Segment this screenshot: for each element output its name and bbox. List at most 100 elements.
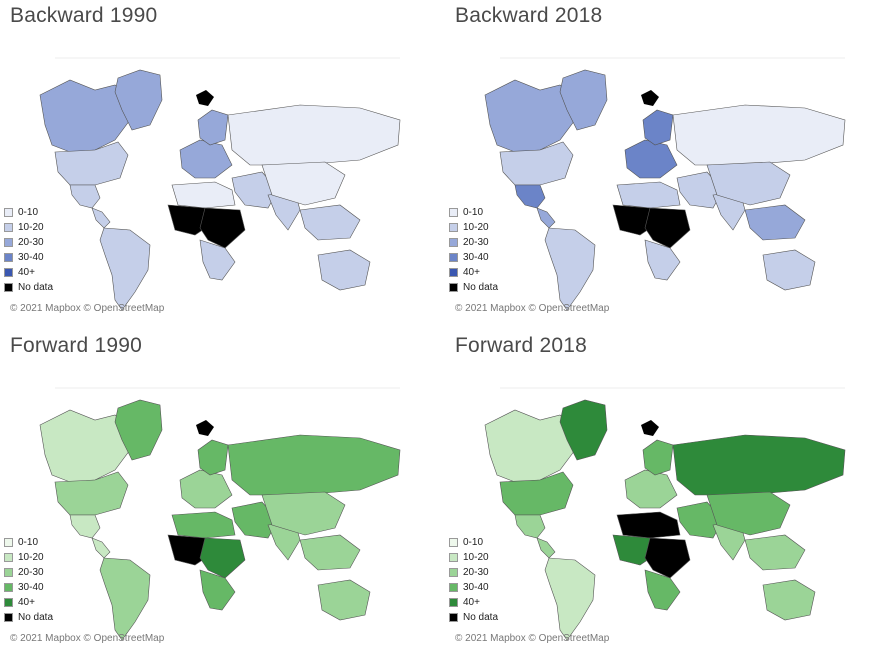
legend-label: 30-40 — [463, 252, 489, 263]
panel-title: Forward 1990 — [10, 334, 142, 357]
region-china — [261, 161, 346, 206]
legend-label: No data — [18, 282, 54, 293]
region-europe-west — [624, 139, 678, 179]
legend-label: 10-20 — [18, 222, 44, 233]
legend-swatch — [449, 568, 458, 577]
legend-swatch — [4, 568, 13, 577]
region-north-america — [484, 409, 581, 483]
region-russia — [672, 434, 846, 496]
region-north-america — [39, 79, 136, 153]
region-scandinavia — [642, 439, 674, 476]
legend-item: 0-10 — [4, 205, 53, 220]
region-australia — [317, 249, 371, 291]
region-svalbard — [196, 420, 214, 436]
legend-label: 30-40 — [18, 582, 44, 593]
legend-swatch — [4, 598, 13, 607]
map-attribution: © 2021 Mapbox © OpenStreetMap — [10, 303, 165, 314]
legend-label: 0-10 — [18, 537, 39, 548]
region-southeast-asia — [299, 204, 361, 241]
region-russia — [227, 104, 401, 166]
legend-label: 40+ — [463, 597, 480, 608]
region-usa — [54, 471, 129, 516]
legend-swatch — [449, 538, 458, 547]
legend-swatch — [449, 208, 458, 217]
legend-label: 10-20 — [463, 552, 489, 563]
region-greenland — [114, 399, 163, 461]
legend-item: 40+ — [449, 595, 498, 610]
legend-item: 40+ — [449, 265, 498, 280]
legend-label: 0-10 — [463, 537, 484, 548]
region-mexico — [514, 184, 546, 209]
legend-label: 30-40 — [463, 582, 489, 593]
region-scandinavia — [197, 439, 229, 476]
legend-swatch — [4, 253, 13, 262]
region-greenland — [559, 399, 608, 461]
map-attribution: © 2021 Mapbox © OpenStreetMap — [10, 633, 165, 644]
legend-label: 40+ — [18, 267, 35, 278]
legend-label: No data — [463, 612, 499, 623]
region-usa — [54, 141, 129, 186]
legend-item: 30-40 — [449, 250, 498, 265]
region-north-africa — [616, 181, 681, 209]
legend-swatch — [4, 538, 13, 547]
legend-item: 20-30 — [4, 565, 53, 580]
legend-swatch — [449, 223, 458, 232]
region-southeast-asia — [299, 534, 361, 571]
legend-item: 0-10 — [4, 535, 53, 550]
legend-item: 40+ — [4, 595, 53, 610]
region-middle-east — [676, 171, 724, 209]
world-map — [484, 387, 846, 641]
legend-swatch — [4, 268, 13, 277]
region-middle-east — [676, 501, 724, 539]
region-central-america — [536, 537, 556, 559]
world-map — [484, 57, 846, 311]
legend-item: 10-20 — [4, 220, 53, 235]
legend-swatch — [449, 238, 458, 247]
region-europe-west — [624, 469, 678, 509]
region-central-america — [91, 537, 111, 559]
region-mexico — [514, 514, 546, 539]
legend-swatch — [449, 268, 458, 277]
region-usa — [499, 471, 574, 516]
legend-label: 10-20 — [463, 222, 489, 233]
legend-item: No data — [449, 280, 498, 295]
region-europe-west — [179, 139, 233, 179]
map-legend: 0-10 10-20 20-30 30-40 40+No data — [449, 205, 498, 295]
region-north-africa — [171, 181, 236, 209]
legend-item: 0-10 — [449, 205, 498, 220]
map-attribution: © 2021 Mapbox © OpenStreetMap — [455, 633, 610, 644]
region-australia — [762, 579, 816, 621]
legend-swatch — [4, 223, 13, 232]
legend-item: No data — [449, 610, 498, 625]
region-russia — [672, 104, 846, 166]
legend-swatch — [4, 208, 13, 217]
region-south-america — [99, 557, 151, 641]
legend-item: 30-40 — [449, 580, 498, 595]
world-map — [39, 57, 401, 311]
region-europe-west — [179, 469, 233, 509]
region-greenland — [559, 69, 608, 131]
legend-item: 20-30 — [449, 235, 498, 250]
panel-title: Forward 2018 — [455, 334, 587, 357]
legend-item: 10-20 — [4, 550, 53, 565]
legend-label: 10-20 — [18, 552, 44, 563]
region-southern-africa — [644, 239, 681, 281]
legend-item: 10-20 — [449, 550, 498, 565]
legend-swatch — [449, 253, 458, 262]
legend-swatch — [4, 283, 13, 292]
region-mexico — [69, 514, 101, 539]
legend-swatch — [449, 553, 458, 562]
region-southern-africa — [199, 569, 236, 611]
region-svalbard — [641, 420, 659, 436]
legend-item: 20-30 — [4, 235, 53, 250]
panel-title: Backward 1990 — [10, 4, 158, 27]
region-southern-africa — [644, 569, 681, 611]
legend-swatch — [4, 553, 13, 562]
region-china — [706, 491, 791, 536]
region-south-america — [544, 557, 596, 641]
region-australia — [762, 249, 816, 291]
panel-title: Backward 2018 — [455, 4, 603, 27]
